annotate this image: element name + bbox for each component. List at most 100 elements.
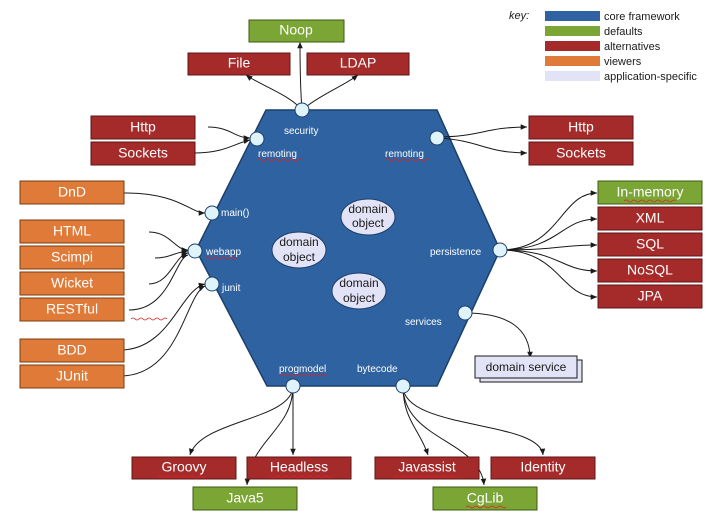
legend: key: core framework defaults alternative… bbox=[509, 10, 697, 83]
box-bdd: BDD bbox=[19, 338, 125, 363]
svg-text:Sockets: Sockets bbox=[556, 145, 606, 161]
box-restful: RESTful bbox=[19, 297, 125, 322]
remoting-left-label: remoting bbox=[258, 149, 297, 160]
svg-text:Wicket: Wicket bbox=[51, 275, 93, 291]
svg-text:JPA: JPA bbox=[638, 288, 663, 304]
remoting-left-port bbox=[249, 131, 265, 147]
box-html: HTML bbox=[19, 219, 125, 244]
legend-core: core framework bbox=[545, 11, 680, 23]
svg-text:Javassist: Javassist bbox=[398, 459, 456, 475]
svg-text:alternatives: alternatives bbox=[604, 41, 661, 53]
bytecode-port bbox=[395, 378, 411, 394]
webapp-label: webapp bbox=[205, 247, 241, 258]
box-junit: JUnit bbox=[19, 364, 125, 389]
svg-text:Java5: Java5 bbox=[226, 490, 264, 506]
box-inmemory: In-memory bbox=[597, 180, 703, 205]
legend-defaults: defaults bbox=[545, 26, 643, 38]
svg-text:RESTful: RESTful bbox=[46, 301, 98, 317]
junit-label: junit bbox=[221, 283, 241, 294]
svg-text:BDD: BDD bbox=[57, 342, 87, 358]
boxes: Noop File LDAP Http Sockets Http Sockets… bbox=[19, 19, 703, 511]
progmodel-port bbox=[285, 378, 301, 394]
main-label: main() bbox=[221, 208, 249, 219]
svg-text:domain: domain bbox=[348, 202, 387, 216]
box-jpa: JPA bbox=[597, 284, 703, 309]
junit-port bbox=[204, 276, 220, 292]
svg-text:Identity: Identity bbox=[520, 459, 565, 475]
legend-title: key: bbox=[509, 10, 529, 22]
svg-text:defaults: defaults bbox=[604, 26, 643, 38]
legend-alternatives: alternatives bbox=[545, 41, 661, 53]
svg-text:object: object bbox=[283, 250, 316, 264]
box-http-left: Http bbox=[90, 115, 196, 140]
persistence-port bbox=[492, 242, 508, 258]
svg-text:Http: Http bbox=[130, 119, 156, 135]
box-sql: SQL bbox=[597, 232, 703, 257]
svg-text:Noop: Noop bbox=[279, 22, 313, 38]
box-dnd: DnD bbox=[19, 180, 125, 205]
svg-text:domain: domain bbox=[339, 276, 378, 290]
svg-text:XML: XML bbox=[636, 210, 665, 226]
box-headless: Headless bbox=[246, 456, 352, 480]
spellcheck-marks bbox=[130, 199, 677, 509]
svg-text:JUnit: JUnit bbox=[56, 368, 88, 384]
svg-text:HTML: HTML bbox=[53, 223, 91, 239]
svg-text:Scimpi: Scimpi bbox=[51, 249, 93, 265]
svg-text:Headless: Headless bbox=[270, 459, 328, 475]
svg-text:NoSQL: NoSQL bbox=[627, 262, 673, 278]
box-sockets-right: Sockets bbox=[528, 141, 634, 166]
remoting-right-label: remoting bbox=[385, 149, 424, 160]
main-port bbox=[204, 205, 220, 221]
domain-objects: domain object domain object domain objec… bbox=[271, 198, 396, 310]
svg-text:File: File bbox=[228, 55, 251, 71]
domain-object-3: domain object bbox=[331, 272, 387, 310]
services-label: services bbox=[405, 317, 442, 328]
edges bbox=[119, 41, 598, 486]
ports bbox=[187, 102, 508, 394]
svg-text:object: object bbox=[352, 216, 385, 230]
security-label: security bbox=[284, 126, 318, 137]
bytecode-label: bytecode bbox=[357, 364, 398, 375]
box-scimpi: Scimpi bbox=[19, 245, 125, 270]
svg-text:CgLib: CgLib bbox=[467, 490, 504, 506]
box-groovy: Groovy bbox=[131, 456, 237, 480]
svg-text:application-specific: application-specific bbox=[604, 71, 697, 83]
box-java5: Java5 bbox=[192, 486, 298, 511]
svg-text:viewers: viewers bbox=[604, 56, 642, 68]
box-cglib: CgLib bbox=[432, 486, 538, 511]
box-noop: Noop bbox=[248, 19, 345, 43]
svg-text:In-memory: In-memory bbox=[617, 184, 684, 200]
svg-text:Sockets: Sockets bbox=[118, 145, 168, 161]
box-wicket: Wicket bbox=[19, 271, 125, 296]
svg-text:LDAP: LDAP bbox=[340, 55, 377, 71]
domain-service-label: domain service bbox=[486, 360, 567, 374]
svg-text:DnD: DnD bbox=[58, 184, 86, 200]
box-xml: XML bbox=[597, 206, 703, 231]
svg-text:domain: domain bbox=[279, 235, 318, 249]
svg-text:Groovy: Groovy bbox=[161, 459, 206, 475]
svg-text:core framework: core framework bbox=[604, 11, 680, 23]
port-labels: security remoting remoting main() webapp… bbox=[205, 126, 482, 377]
legend-application-specific: application-specific bbox=[545, 71, 697, 83]
svg-text:SQL: SQL bbox=[636, 236, 664, 252]
domain-object-1: domain object bbox=[340, 198, 396, 236]
webapp-port bbox=[187, 243, 203, 259]
box-javassist: Javassist bbox=[374, 456, 480, 480]
services-port bbox=[457, 305, 473, 321]
domain-object-2: domain object bbox=[271, 231, 327, 269]
box-http-right: Http bbox=[528, 115, 634, 140]
box-file: File bbox=[187, 52, 291, 76]
box-sockets-left: Sockets bbox=[90, 141, 196, 166]
persistence-label: persistence bbox=[430, 247, 482, 258]
box-nosql: NoSQL bbox=[597, 258, 703, 283]
svg-text:Http: Http bbox=[568, 119, 594, 135]
legend-viewers: viewers bbox=[545, 56, 642, 68]
svg-text:object: object bbox=[343, 291, 376, 305]
box-ldap: LDAP bbox=[306, 52, 410, 76]
progmodel-label: progmodel bbox=[279, 364, 326, 375]
security-port bbox=[294, 102, 310, 118]
box-identity: Identity bbox=[490, 456, 596, 480]
remoting-right-port bbox=[429, 130, 445, 146]
domain-service: domain service bbox=[474, 355, 583, 383]
